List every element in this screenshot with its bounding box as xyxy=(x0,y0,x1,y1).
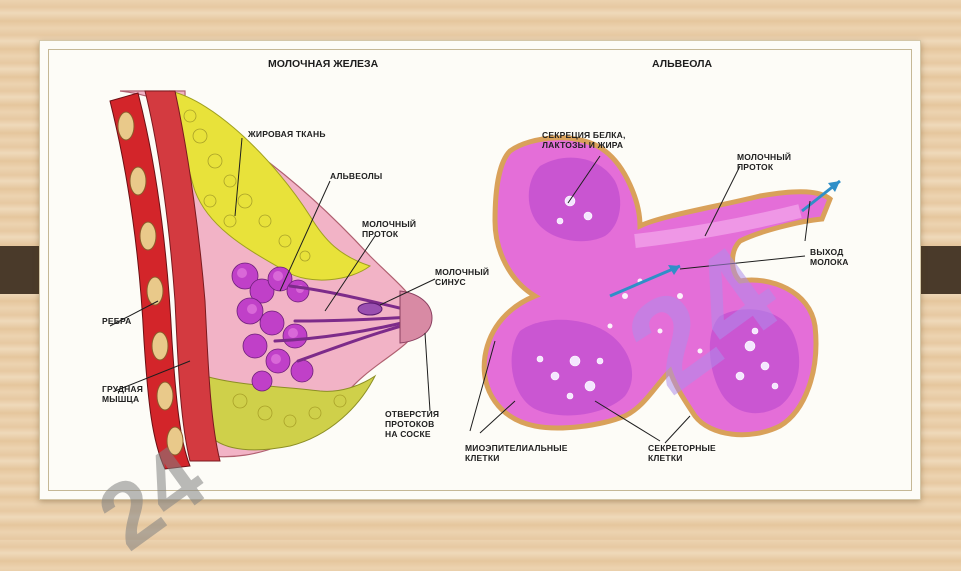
label-nipple-openings: ОТВЕРСТИЯ ПРОТОКОВ НА СОСКЕ xyxy=(385,409,440,439)
title-mammary-gland: МОЛОЧНАЯ ЖЕЛЕЗА xyxy=(268,58,379,70)
label-ribs: РЕБРА xyxy=(102,316,132,326)
nipple xyxy=(399,290,433,344)
label-milk-duct-right: МОЛОЧНЫЙ ПРОТОК xyxy=(737,152,792,172)
slide-panel: МОЛОЧНАЯ ЖЕЛЕЗА АЛЬВЕОЛА ЖИРОВАЯ ТКАНЬ А… xyxy=(39,40,921,569)
anatomy-illustration xyxy=(109,90,841,470)
leader-lines-right xyxy=(469,155,811,444)
slide-frame xyxy=(48,49,912,491)
chest-muscle-band xyxy=(144,90,221,462)
fat-tissue-lower xyxy=(204,374,377,451)
label-chest-muscle: ГРУДНАЯ МЫШЦА xyxy=(102,384,144,404)
label-fat-tissue: ЖИРОВАЯ ТКАНЬ xyxy=(248,129,326,139)
rib-segments xyxy=(117,111,184,456)
label-myoepithelial-cells: МИОЭПИТЕЛИАЛЬНЫЕ КЛЕТКИ xyxy=(465,443,568,463)
secretion-droplets xyxy=(536,195,779,400)
fat-tissue-upper xyxy=(169,90,372,281)
label-milk-exit: ВЫХОД МОЛОКА xyxy=(810,247,849,267)
label-secretory-cells: СЕКРЕТОРНЫЕ КЛЕТКИ xyxy=(648,443,716,463)
label-milk-duct-left: МОЛОЧНЫЙ ПРОТОК xyxy=(362,219,417,239)
leader-lines-left xyxy=(109,137,436,412)
title-alveola: АЛЬВЕОЛА xyxy=(652,58,713,70)
label-secretion: СЕКРЕЦИЯ БЕЛКА, ЛАКТОЗЫ И ЖИРА xyxy=(542,130,626,150)
label-alveoli: АЛЬВЕОЛЫ xyxy=(330,171,383,181)
label-milk-sinus: МОЛОЧНЫЙ СИНУС xyxy=(435,267,490,287)
milk-sinus xyxy=(357,302,383,316)
